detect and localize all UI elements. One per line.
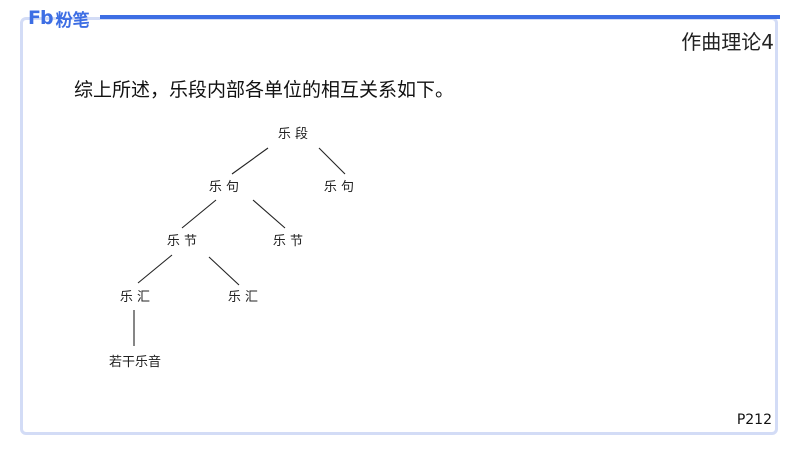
- logo-mark-icon: Fb: [28, 7, 54, 29]
- node-motive-2: 乐 汇: [228, 290, 258, 305]
- edge-root-phrase2: [318, 147, 346, 175]
- edge-phrase1-section1: [181, 199, 217, 229]
- frame-accent-bar: [100, 15, 780, 19]
- page-number: P212: [736, 412, 772, 428]
- node-notes: 若干乐音: [109, 354, 161, 370]
- brand-logo: Fb 粉笔: [28, 4, 90, 32]
- course-title: 作曲理论4: [681, 30, 774, 54]
- intro-text: 综上所述，乐段内部各单位的相互关系如下。: [74, 79, 455, 101]
- node-section-1: 乐 节: [167, 234, 197, 249]
- node-phrase-2: 乐 句: [324, 180, 354, 195]
- edge-phrase1-section2: [252, 199, 286, 229]
- edge-section1-motive1: [137, 254, 173, 284]
- edge-root-phrase1: [231, 147, 269, 175]
- logo-text: 粉笔: [55, 10, 90, 31]
- node-phrase-1: 乐 句: [209, 180, 239, 195]
- node-section-2: 乐 节: [273, 234, 303, 249]
- node-root: 乐 段: [278, 127, 308, 142]
- edge-section1-motive2: [208, 256, 240, 286]
- node-motive-1: 乐 汇: [120, 290, 150, 305]
